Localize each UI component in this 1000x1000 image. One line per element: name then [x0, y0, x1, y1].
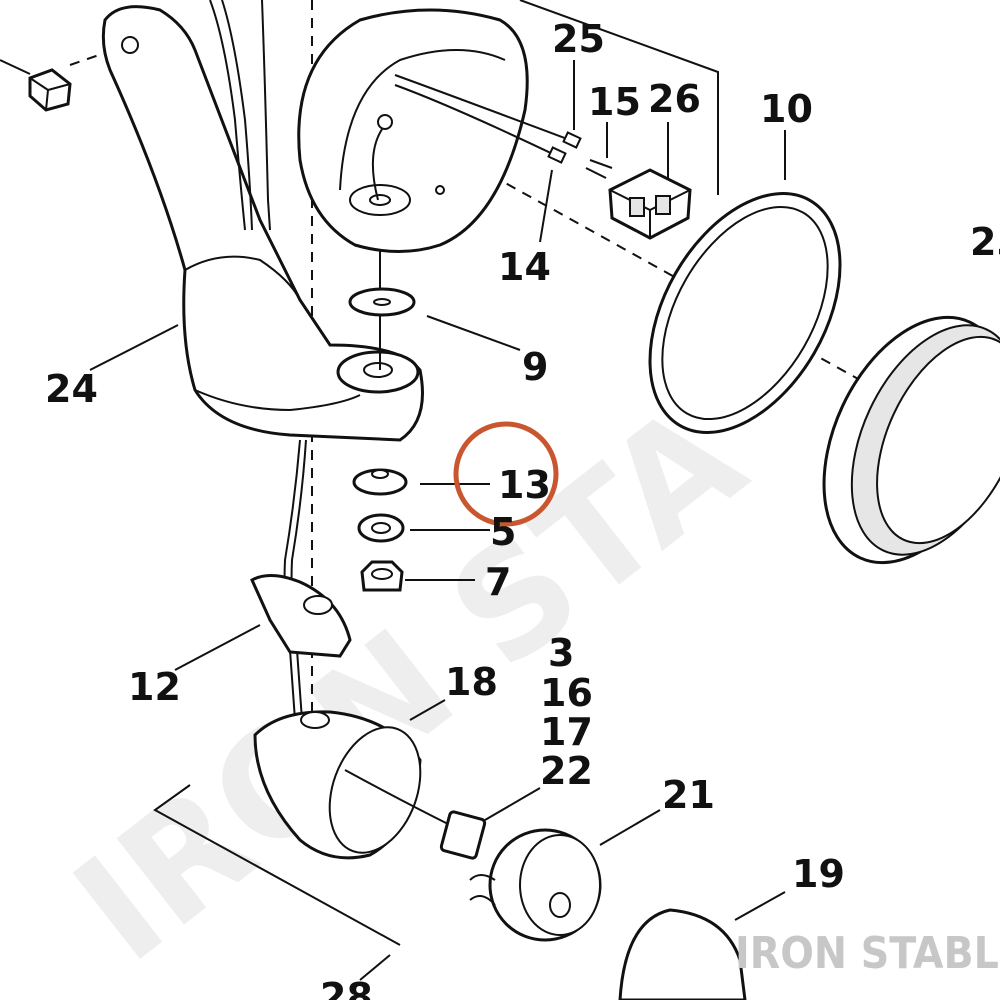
label-25: 25	[552, 17, 605, 61]
washer-9	[348, 287, 416, 317]
label-7: 7	[485, 560, 511, 604]
label-14: 14	[498, 245, 551, 289]
socket-21	[469, 828, 602, 942]
cone-washer-13	[352, 468, 408, 496]
label-23: 23	[970, 220, 1000, 264]
label-12: 12	[128, 665, 181, 709]
label-24: 24	[45, 367, 98, 411]
label-19: 19	[792, 852, 845, 896]
lens-19	[618, 908, 747, 1000]
brand-logo-text: IRON STABLE	[735, 928, 1000, 979]
mounting-arm	[101, 5, 424, 442]
leader-lines	[89, 60, 786, 981]
label-16: 16	[540, 671, 593, 715]
headlight-bucket	[297, 8, 571, 370]
label-21: 21	[662, 773, 715, 817]
bracket-lines	[153, 0, 719, 946]
label-18: 18	[445, 660, 498, 704]
label-28: 28	[320, 975, 373, 1000]
signal-housing	[253, 710, 451, 860]
label-5: 5	[490, 510, 516, 554]
headlamp-unit	[822, 315, 1000, 565]
highlight-circle	[453, 421, 559, 527]
connector-pins	[547, 131, 613, 179]
connector-housing	[608, 168, 692, 240]
label-9: 9	[522, 345, 548, 389]
acorn-nut	[28, 68, 72, 112]
part-labels: 25 15 26 10 23 14 9 24 13 5 7 12 18 3 16…	[45, 17, 1000, 1000]
label-26: 26	[648, 77, 701, 121]
hex-nut-7	[360, 560, 404, 592]
label-17: 17	[540, 710, 593, 754]
plug-connector	[439, 810, 487, 860]
label-3: 3	[548, 631, 574, 675]
trim-ring	[648, 192, 842, 434]
nut-leader	[0, 59, 31, 75]
label-10: 10	[760, 87, 813, 131]
label-15: 15	[588, 80, 641, 124]
wires	[209, 0, 307, 721]
label-22: 22	[540, 749, 593, 793]
lock-washer-5	[357, 513, 405, 543]
clip-12	[250, 574, 352, 658]
label-13: 13	[498, 463, 551, 507]
